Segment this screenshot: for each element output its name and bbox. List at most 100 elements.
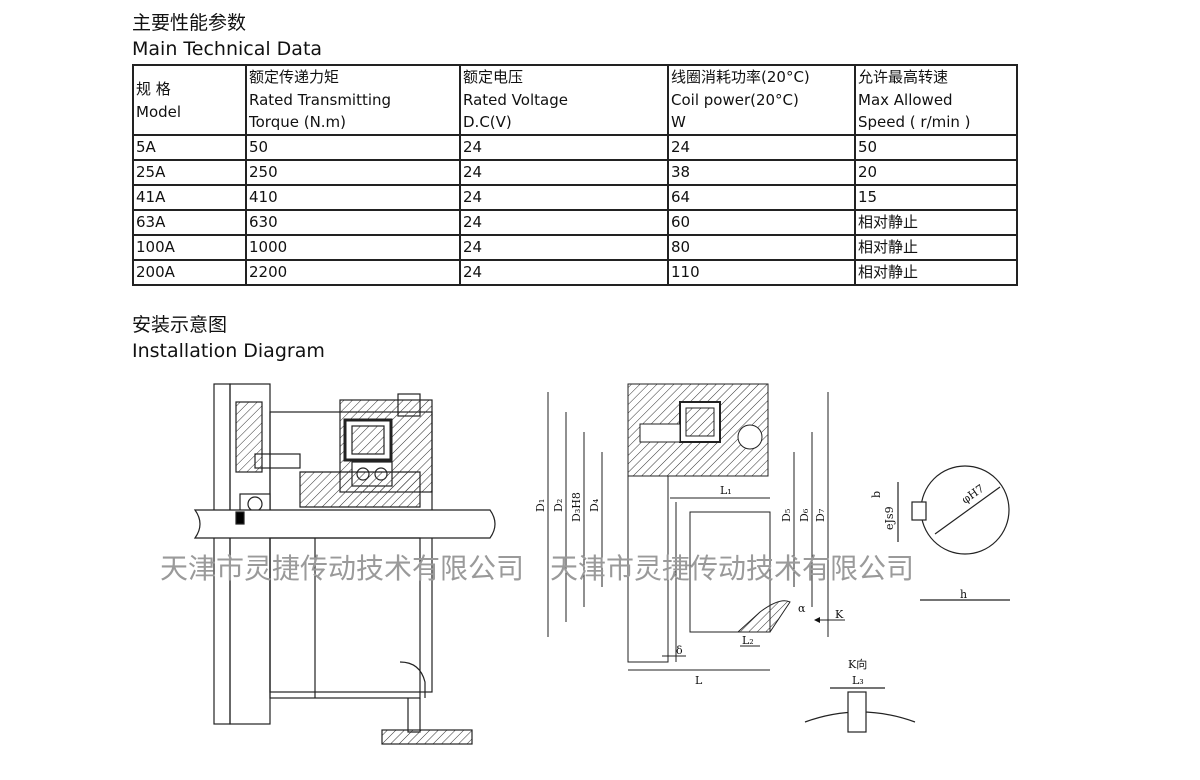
flange-hatch-top: [235, 401, 263, 473]
cell-torque: 250: [245, 159, 461, 186]
header-torque: 额定传递力矩 Rated Transmitting Torque (N.m): [245, 64, 461, 136]
bore-circle: [920, 465, 1010, 555]
cell-voltage: 24: [459, 209, 669, 236]
cell-model: 5A: [132, 134, 247, 161]
technical-data-table: 规 格 Model 额定传递力矩 Rated Transmitting Torq…: [132, 64, 1018, 286]
k-view-detail: [804, 687, 916, 733]
header-coil-cn: 线圈消耗功率(20°C): [671, 68, 810, 86]
cell-power: 24: [667, 134, 856, 161]
cell-speed: 相对静止: [854, 234, 1018, 261]
label-l2: L₂: [742, 634, 754, 647]
cell-model: 63A: [132, 209, 247, 236]
cell-power: 110: [667, 259, 856, 286]
cell-torque: 2200: [245, 259, 461, 286]
header-torque-unit: Torque (N.m): [249, 113, 347, 131]
header-coil-en: Coil power(20°C): [671, 90, 799, 109]
stand-base: [381, 729, 473, 745]
label-k: K: [835, 608, 844, 621]
section-title-en: Main Technical Data: [132, 38, 323, 60]
gear-tooth: [737, 600, 791, 633]
label-d5: D₅: [780, 509, 793, 522]
label-k-view: K向: [848, 657, 867, 671]
cell-power: 80: [667, 234, 856, 261]
header-voltage-unit: D.C(V): [463, 113, 512, 131]
mount-screw: [254, 453, 301, 469]
header-voltage-cn: 额定电压: [463, 68, 524, 86]
cell-speed: 相对静止: [854, 209, 1018, 236]
label-d1: D₁: [534, 499, 547, 512]
installation-diagram: D₁ D₂ D₃H8 D₄ D₅ D₆ D₇ L₁ L δ L₂ α K K向 …: [160, 383, 1010, 745]
cell-torque: 1000: [245, 234, 461, 261]
table-row: 41A 410 24 64 15: [132, 184, 1018, 211]
label-d2: D₂: [552, 499, 565, 512]
left-assembly-drawing: [193, 383, 496, 745]
table-row: 200A 2200 24 110 相对静止: [132, 259, 1018, 286]
key-marker: [235, 511, 245, 525]
section-title-cn: 主要性能参数: [132, 12, 247, 34]
cell-model: 25A: [132, 159, 247, 186]
watermark-left: 天津市灵捷传动技术有限公司: [160, 552, 524, 585]
coil-windings: [351, 425, 385, 455]
lower-corner: [399, 661, 426, 698]
label-b: b: [870, 491, 883, 498]
header-model: 规 格 Model: [132, 64, 247, 136]
label-d6: D₆: [798, 508, 811, 522]
label-phih7: φH7: [959, 482, 986, 507]
cell-voltage: 24: [459, 234, 669, 261]
top-terminal: [397, 393, 421, 417]
label-l3: L₃: [852, 674, 864, 687]
section-coil-windings: [685, 407, 715, 437]
cell-torque: 50: [245, 134, 461, 161]
label-l: L: [695, 674, 703, 687]
header-coil-unit: W: [671, 113, 686, 131]
stand-post: [407, 698, 421, 733]
body-right: [689, 511, 771, 633]
watermark-right: 天津市灵捷传动技术有限公司: [550, 552, 914, 585]
cell-speed: 相对静止: [854, 259, 1018, 286]
cell-torque: 630: [245, 209, 461, 236]
cell-model: 41A: [132, 184, 247, 211]
cell-speed: 20: [854, 159, 1018, 186]
install-title-cn: 安装示意图: [132, 314, 228, 336]
bore-diameter-line: [934, 486, 1001, 535]
section-bearing: [737, 424, 763, 450]
cell-torque: 410: [245, 184, 461, 211]
label-delta: δ: [676, 644, 683, 657]
label-ejs9: eJs9: [883, 506, 896, 530]
header-coil-power: 线圈消耗功率(20°C) Coil power(20°C) W: [667, 64, 856, 136]
header-max-speed: 允许最高转速 Max Allowed Speed ( r/min ): [854, 64, 1018, 136]
cell-power: 60: [667, 209, 856, 236]
label-alpha: α: [798, 602, 806, 615]
cell-model: 200A: [132, 259, 247, 286]
table-header-row: 规 格 Model 额定传递力矩 Rated Transmitting Torq…: [132, 64, 1018, 136]
cell-power: 64: [667, 184, 856, 211]
label-d4: D₄: [588, 498, 601, 512]
hub-hatch: [299, 471, 421, 508]
label-h: h: [960, 588, 967, 601]
header-speed-unit: Speed ( r/min ): [858, 113, 971, 131]
lower-body: [269, 537, 421, 699]
header-model-en: Model: [136, 102, 182, 121]
install-title-en: Installation Diagram: [132, 340, 325, 362]
cell-voltage: 24: [459, 259, 669, 286]
cell-voltage: 24: [459, 134, 669, 161]
cell-voltage: 24: [459, 159, 669, 186]
k-view-slot: [847, 691, 867, 733]
section-screw: [639, 423, 681, 443]
cell-voltage: 24: [459, 184, 669, 211]
header-torque-en: Rated Transmitting: [249, 90, 392, 109]
header-torque-cn: 额定传递力矩: [249, 68, 340, 86]
cell-power: 38: [667, 159, 856, 186]
header-speed-cn: 允许最高转速: [858, 68, 949, 86]
header-voltage-en: Rated Voltage: [463, 90, 568, 109]
cell-speed: 15: [854, 184, 1018, 211]
table-row: 25A 250 24 38 20: [132, 159, 1018, 186]
header-speed-en: Max Allowed: [858, 90, 953, 109]
header-voltage: 额定电压 Rated Voltage D.C(V): [459, 64, 669, 136]
cell-speed: 50: [854, 134, 1018, 161]
label-d3h8: D₃H8: [570, 492, 583, 522]
header-model-cn: 规 格: [136, 80, 171, 98]
keyway-slot: [911, 501, 927, 521]
shaft: [193, 509, 496, 539]
keyway-detail: [897, 465, 1010, 601]
